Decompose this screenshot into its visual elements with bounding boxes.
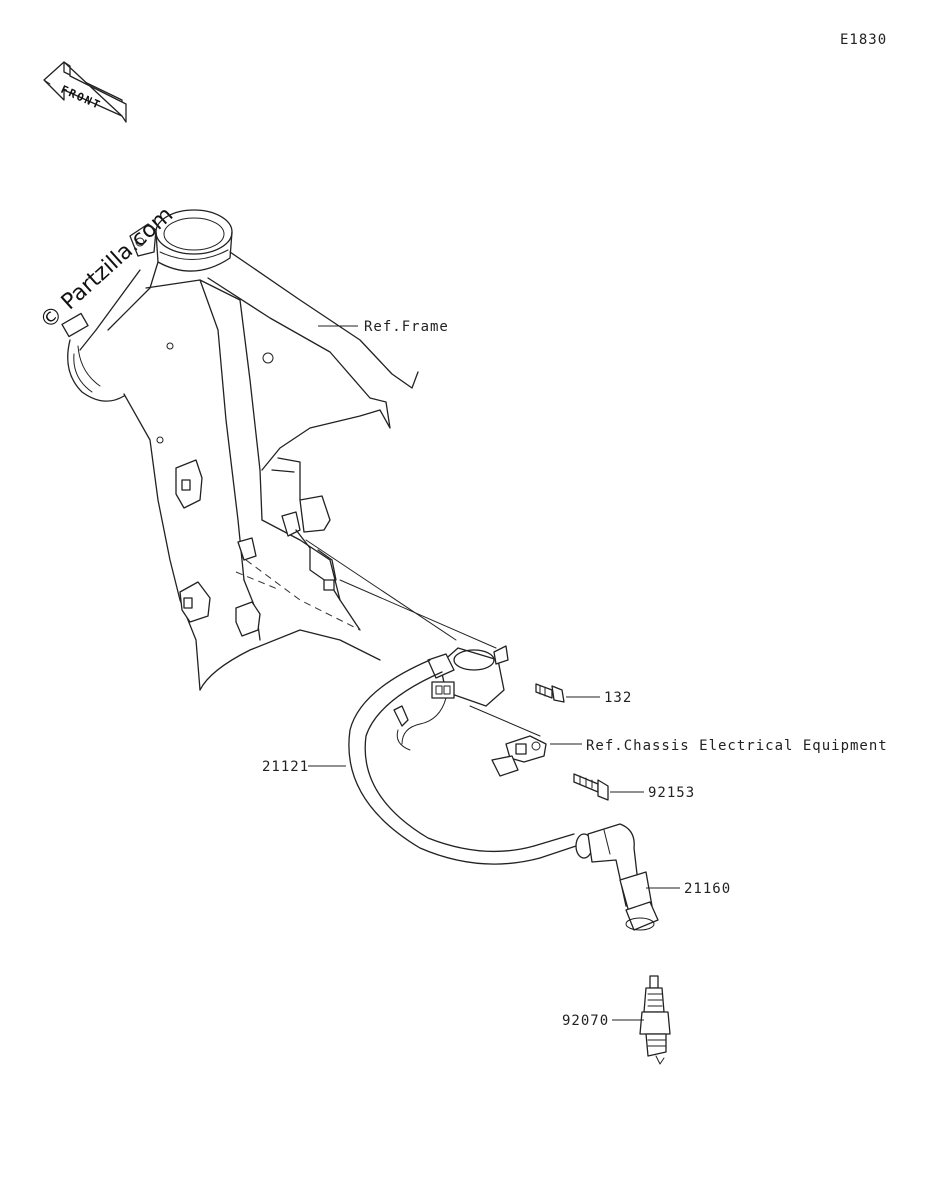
chassis-bracket-drawing xyxy=(491,735,547,777)
spark-plug-drawing xyxy=(639,975,671,1065)
bolt-92153-drawing xyxy=(573,773,609,801)
ignition-coil-drawing xyxy=(393,645,509,751)
ht-lead-drawing xyxy=(348,659,577,865)
frame-drawing xyxy=(61,209,419,691)
callout-92153: 92153 xyxy=(648,785,695,801)
bolt-132-drawing xyxy=(535,683,565,703)
callout-92070: 92070 xyxy=(562,1013,609,1029)
front-arrow-icon: FRONT xyxy=(43,61,127,123)
callout-132: 132 xyxy=(604,690,632,706)
guide-line xyxy=(305,539,457,641)
callout-ref-frame: Ref.Frame xyxy=(364,319,449,335)
diagram-code: E1830 xyxy=(840,32,887,48)
callout-21160: 21160 xyxy=(684,881,731,897)
callout-21121: 21121 xyxy=(262,759,309,775)
guide-line xyxy=(339,579,497,649)
plug-cap-drawing xyxy=(575,823,659,931)
callout-ref-chassis: Ref.Chassis Electrical Equipment xyxy=(586,738,888,754)
guide-line xyxy=(469,705,541,737)
